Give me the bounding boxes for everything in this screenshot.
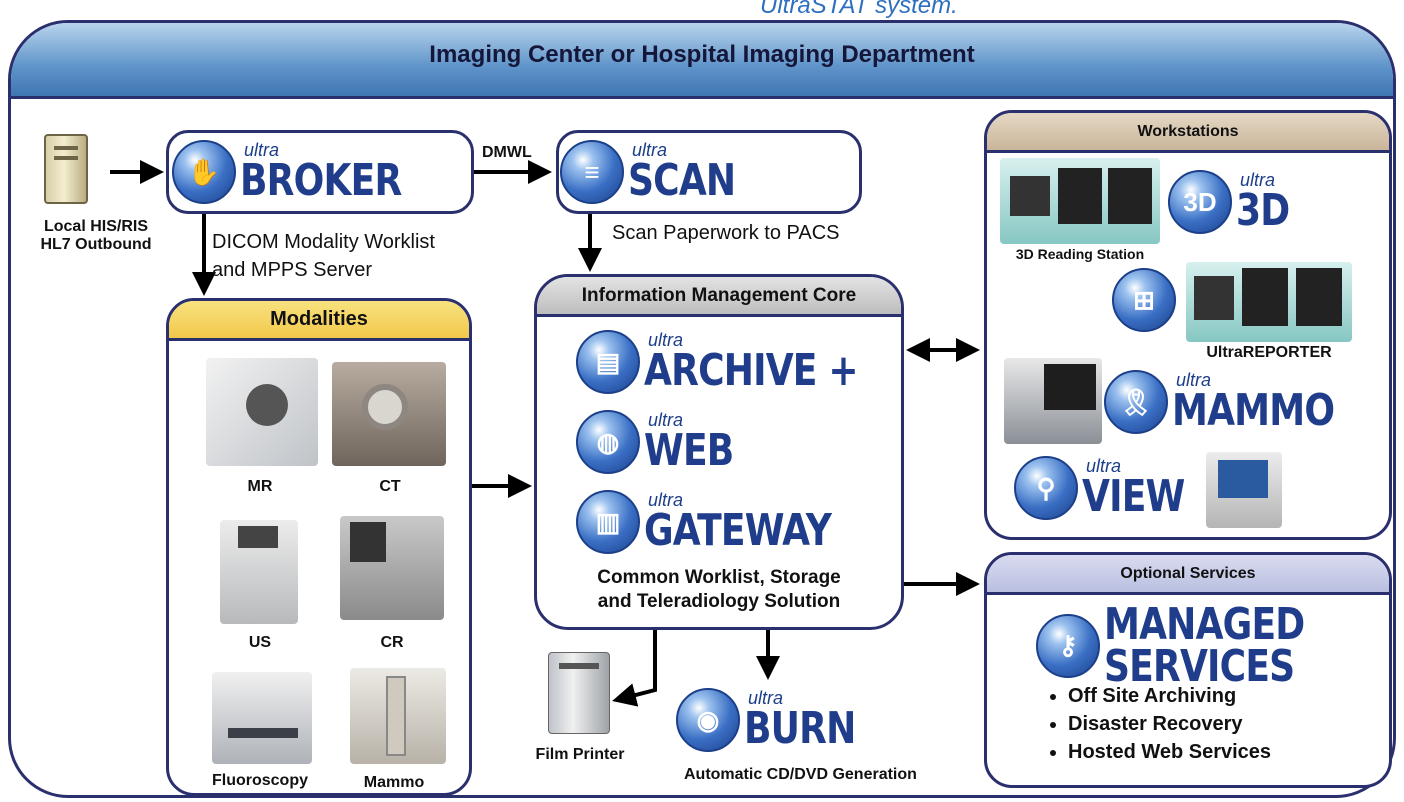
ultra-view-logo: ⚲ ultra VIEW [1014,456,1207,520]
broker-desc-line1: DICOM Modality Worklist [212,231,435,253]
service-item: Disaster Recovery [1068,710,1271,738]
key-icon: ⚷ [1036,613,1100,678]
ultra-scan-logo: ≡ ultra SCAN [560,140,759,204]
mammo-ultra: ultra [1176,370,1212,390]
3d-name: 3D [1236,185,1290,236]
archive-icon: ▤ [576,330,640,394]
cr-reader-icon [340,516,444,620]
burn-ultra: ultra [748,688,784,708]
ultra-3d-logo: 3D ultra 3D [1168,170,1301,234]
optional-services-box: Optional Services [984,552,1392,788]
film-printer-icon [548,652,610,734]
modality-us: US [248,634,272,651]
ultra-web-logo: ◍ ultra WEB [576,410,753,474]
partial-title: UltraSTAT system. [760,0,958,19]
disc-icon: ◉ [676,688,740,752]
mammo-unit-icon [350,668,446,764]
reporter-label: UltraREPORTER [1206,344,1332,361]
his-label-line2: HL7 Outbound [40,236,152,253]
3d-ultra: ultra [1240,170,1276,190]
view-name: VIEW [1082,471,1185,522]
mammo-workstation-icon [1004,358,1102,444]
magnifier-icon: ⚲ [1014,456,1078,520]
film-printer-label: Film Printer [535,746,625,763]
modality-cr: CR [380,634,404,651]
mr-scanner-icon [206,358,318,466]
modality-mammo: Mammo [363,774,425,791]
burn-description: Automatic CD/DVD Generation [684,766,917,783]
ultra-burn-logo: ◉ ultra BURN [676,688,880,752]
modality-fluoroscopy: Fluoroscopy [211,772,308,789]
ultra-gateway-logo: ▥ ultra GATEWAY [576,490,872,554]
gateway-name: GATEWAY [644,505,832,556]
his-label-line1: Local HIS/RIS [43,218,149,235]
ultra-mammo-logo: 🎗 ultra MAMMO [1104,370,1370,434]
ribbon-icon: 🎗 [1104,370,1168,434]
modalities-header: Modalities [169,301,469,341]
broker-name: BROKER [240,155,402,206]
service-item: Off Site Archiving [1068,682,1271,710]
reading-station-label: 3D Reading Station [1015,246,1145,262]
core-description: Common Worklist, Storage and Teleradiolo… [544,566,894,614]
his-label: Local HIS/RIS HL7 Outbound [26,218,166,254]
arrow-core-printer [612,630,657,707]
3d-icon: 3D [1168,170,1232,234]
scanner-icon: ≡ [560,140,624,204]
desktop-computer-icon [1206,452,1282,528]
mammo-name: MAMMO [1172,385,1335,436]
dmwl-label: DMWL [482,144,532,161]
modality-ct: CT [379,478,401,495]
reporter-logo: ⊞ [1112,268,1176,332]
managed-services-logo: ⚷ MANAGED SERVICES [1036,599,1348,692]
reporter-monitors-icon [1186,262,1352,342]
broker-description: DICOM Modality Worklist and MPPS Server [212,228,435,284]
server-icon [44,134,88,204]
burn-name: BURN [744,703,856,754]
core-header: Information Management Core [537,277,901,317]
managed-name-line2: SERVICES [1104,640,1295,692]
optional-services-list: Off Site Archiving Disaster Recovery Hos… [1044,682,1271,766]
modality-mr: MR [247,478,273,495]
ultrasound-icon [220,520,298,624]
gateway-ultra: ultra [648,490,684,510]
archive-ultra: ultra [648,330,684,350]
department-title: Imaging Center or Hospital Imaging Depar… [429,41,975,68]
fluoroscopy-icon [212,672,312,764]
workstations-header: Workstations [987,113,1389,153]
department-header: Imaging Center or Hospital Imaging Depar… [11,23,1393,99]
broker-desc-line2: and MPPS Server [212,259,373,281]
optional-services-header: Optional Services [987,555,1389,595]
globe-icon: ◍ [576,410,640,474]
handshake-icon: ✋ [172,140,236,204]
managed-name-line1: MANAGED [1104,599,1305,650]
ultra-archive-logo: ▤ ultra ARCHIVE + [576,330,905,394]
core-desc-line2: and Teleradiology Solution [597,591,841,612]
report-flow-icon: ⊞ [1112,268,1176,332]
ultra-broker-logo: ✋ ultra BROKER [172,140,437,204]
view-ultra: ultra [1086,456,1122,476]
web-name: WEB [644,425,734,476]
reading-station-monitors-icon [1000,158,1160,244]
scan-ultra: ultra [632,140,668,160]
scan-description: Scan Paperwork to PACS [612,222,840,244]
scan-name: SCAN [628,155,736,206]
server-gateway-icon: ▥ [576,490,640,554]
broker-ultra: ultra [244,140,280,160]
ct-scanner-icon [332,362,446,466]
core-desc-line1: Common Worklist, Storage [597,567,841,588]
web-ultra: ultra [648,410,684,430]
archive-name: ARCHIVE + [644,345,859,396]
service-item: Hosted Web Services [1068,738,1271,766]
